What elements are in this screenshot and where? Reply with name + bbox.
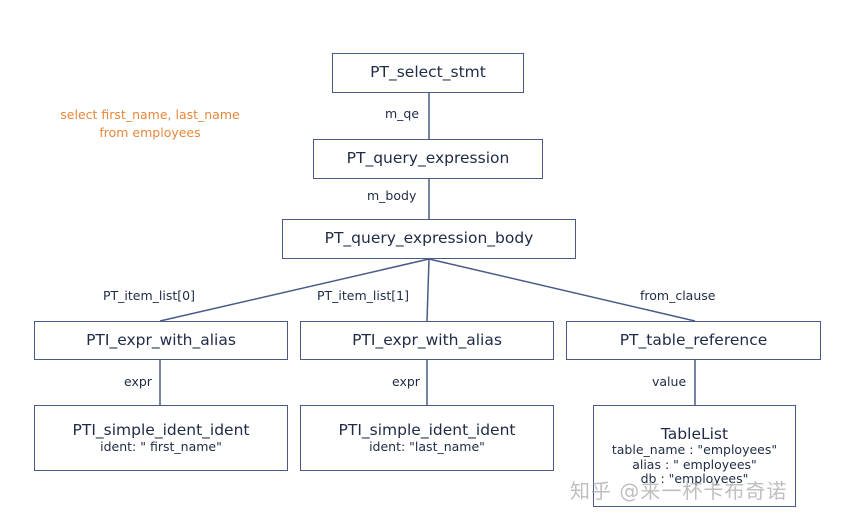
node-query-expression: PT_query_expression	[313, 139, 543, 179]
edge-body-to-tableref	[428, 258, 696, 322]
node-select-stmt: PT_select_stmt	[332, 53, 524, 93]
node-table-list: TableList table_name : "employees" alias…	[593, 405, 796, 507]
node-table-list-db: db : "employees"	[640, 471, 749, 487]
edge-label-from-clause: from_clause	[640, 288, 716, 303]
node-table-reference: PT_table_reference	[566, 321, 821, 360]
node-simple-ident-2-ident: ident: "last_name"	[369, 438, 485, 454]
node-simple-ident-2: PTI_simple_ident_ident ident: "last_name…	[300, 405, 554, 471]
node-query-expression-body: PT_query_expression_body	[282, 219, 576, 259]
edge-label-expr-2: expr	[392, 374, 420, 389]
node-simple-ident-1-title: PTI_simple_ident_ident	[72, 420, 250, 439]
node-table-list-alias: alias : " employees"	[632, 456, 757, 472]
edge-label-item-list-0: PT_item_list[0]	[103, 288, 195, 303]
node-simple-ident-1: PTI_simple_ident_ident ident: " first_na…	[34, 405, 288, 471]
node-simple-ident-1-ident: ident: " first_name"	[100, 438, 222, 454]
sql-query-text: select first_name, last_name from employ…	[45, 106, 255, 141]
edge-body-to-alias2	[426, 258, 430, 322]
node-table-list-title: TableList	[660, 424, 729, 443]
node-expr-with-alias-2: PTI_expr_with_alias	[300, 321, 554, 360]
node-expr-with-alias-1-title: PTI_expr_with_alias	[86, 330, 236, 349]
node-table-list-table-name: table_name : "employees"	[611, 442, 778, 458]
node-query-expression-body-title: PT_query_expression_body	[324, 229, 534, 248]
edge-label-value: value	[652, 374, 687, 389]
edge-body-to-alias1	[159, 258, 430, 322]
sql-line-1: select first_name, last_name	[60, 107, 240, 122]
node-select-stmt-title: PT_select_stmt	[370, 63, 486, 82]
node-query-expression-title: PT_query_expression	[346, 149, 510, 168]
sql-line-2: from employees	[99, 124, 201, 140]
node-simple-ident-2-title: PTI_simple_ident_ident	[338, 420, 516, 439]
edge-label-expr-1: expr	[124, 374, 152, 389]
edge-label-m-body: m_body	[367, 188, 417, 203]
edge-label-m-qe: m_qe	[385, 106, 420, 121]
edge-label-item-list-1: PT_item_list[1]	[317, 288, 409, 303]
node-expr-with-alias-2-title: PTI_expr_with_alias	[352, 330, 502, 349]
node-expr-with-alias-1: PTI_expr_with_alias	[34, 321, 288, 360]
node-table-reference-title: PT_table_reference	[619, 330, 768, 349]
watermark: 知乎 @来一杯卡布奇诺	[570, 479, 788, 503]
